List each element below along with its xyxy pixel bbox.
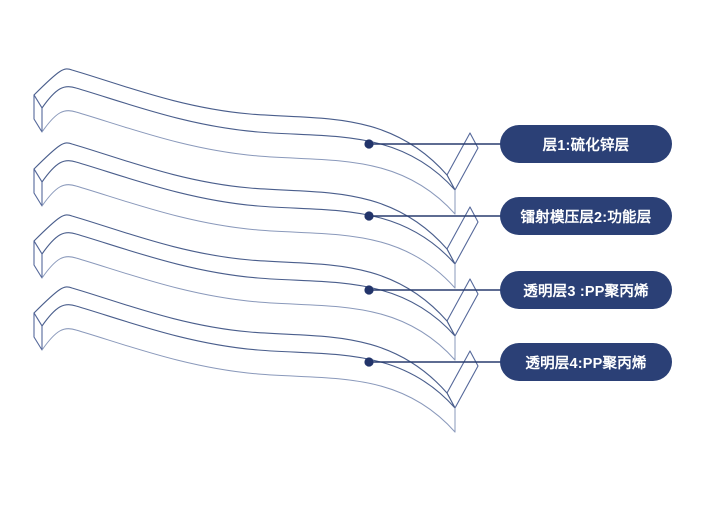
leader-group-1 bbox=[364, 139, 504, 149]
leader-dot-2 bbox=[364, 211, 374, 221]
layer-label-2-text: 镭射模压层2:功能层 bbox=[520, 209, 652, 226]
leader-dot-3 bbox=[364, 285, 374, 295]
layer-label-3-text: 透明层3 :PP聚丙烯 bbox=[523, 283, 649, 300]
leader-group-2 bbox=[364, 211, 504, 221]
layer-label-4-text: 透明层4:PP聚丙烯 bbox=[525, 355, 647, 372]
leader-dot-4 bbox=[364, 357, 374, 367]
leader-dot-1 bbox=[364, 139, 374, 149]
layer-label-1-text: 层1:硫化锌层 bbox=[542, 137, 630, 154]
layer-label-1[interactable]: 层1:硫化锌层 bbox=[500, 125, 672, 163]
leader-group-4 bbox=[364, 357, 504, 367]
sheet-layer-4 bbox=[33, 286, 479, 433]
layer-label-2[interactable]: 镭射模压层2:功能层 bbox=[500, 197, 672, 235]
layer-label-4[interactable]: 透明层4:PP聚丙烯 bbox=[500, 343, 672, 381]
layer-label-3[interactable]: 透明层3 :PP聚丙烯 bbox=[500, 271, 672, 309]
leader-group-3 bbox=[364, 285, 504, 295]
